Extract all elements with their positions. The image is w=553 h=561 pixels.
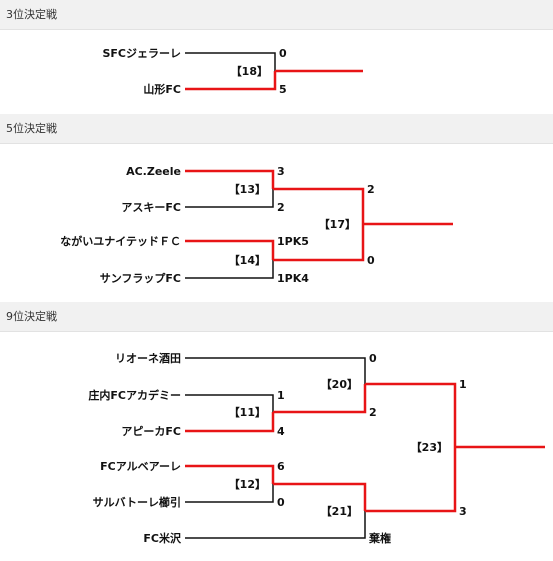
score-label: 2	[277, 201, 285, 214]
match-number: 【17】	[319, 218, 356, 231]
bracket-line-nagai-united	[185, 239, 275, 260]
bracket-9th-place: リオーネ酒田 庄内FCアカデミー アピーカFC FCアルベアーレ サルバトーレ櫛…	[88, 352, 545, 545]
team-name[interactable]: リオーネ酒田	[115, 352, 181, 365]
team-name[interactable]: 山形FC	[143, 82, 181, 96]
bracket-line-yamagata-fc	[185, 71, 277, 91]
bracket-3rd-place: SFCジェラーレ 山形FC 0 5 【18】	[102, 47, 363, 96]
score-label: 3	[459, 505, 467, 518]
score-label: 1	[459, 378, 467, 391]
bracket-line-rione-sakata	[185, 357, 366, 384]
section-header-3rd-place: 3位決定戦	[0, 0, 553, 30]
bracket-line-r2-m21-top	[273, 482, 367, 511]
match-number: 【21】	[321, 505, 358, 518]
team-name[interactable]: サルバトーレ櫛引	[93, 495, 181, 509]
team-name[interactable]: ながいユナイテッドＦＣ	[60, 234, 181, 248]
bracket-line-r2-m20-bottom	[273, 384, 367, 414]
score-label: 棄権	[368, 531, 391, 545]
score-label: 0	[277, 496, 285, 509]
match-number: 【20】	[321, 378, 358, 391]
score-label: 1PK4	[277, 272, 309, 285]
team-name[interactable]: アスキーFC	[121, 201, 181, 214]
bracket-line-asky-fc	[185, 189, 274, 208]
score-label: 6	[277, 460, 285, 473]
match-number: 【13】	[229, 183, 266, 196]
score-label: 0	[279, 47, 287, 60]
team-name[interactable]: アピーカFC	[121, 425, 181, 438]
score-label: 1PK5	[277, 235, 309, 248]
score-label: 4	[277, 425, 285, 438]
bracket-line-fc-albeare	[185, 464, 275, 484]
section-header-5th-place: 5位決定戦	[0, 114, 553, 144]
team-name[interactable]: AC.Zeele	[126, 165, 181, 178]
match-number: 【11】	[229, 406, 266, 419]
bracket-line-sfc-gerare	[185, 52, 276, 71]
match-number: 【18】	[231, 65, 268, 78]
bracket-line-ac-zeele	[185, 169, 275, 189]
team-name[interactable]: FCアルベアーレ	[100, 460, 181, 473]
score-label: 3	[277, 165, 285, 178]
team-name[interactable]: 庄内FCアカデミー	[88, 388, 181, 402]
score-label: 1	[277, 389, 285, 402]
bracket-line-shonai-fc-academy	[185, 394, 274, 412]
bracket-line-r3-bottom	[365, 447, 457, 513]
match-number: 【14】	[229, 254, 266, 267]
bracket-line-apika-fc	[185, 412, 275, 433]
bracket-line-r3-top	[365, 382, 457, 447]
match-number: 【12】	[229, 478, 266, 491]
bracket-line-r2-bottom	[273, 224, 365, 262]
score-label: 5	[279, 83, 287, 96]
section-header-9th-place: 9位決定戦	[0, 302, 553, 332]
score-label: 2	[369, 406, 377, 419]
bracket-line-fc-yonezawa	[185, 511, 366, 539]
team-name[interactable]: サンフラップFC	[100, 271, 181, 285]
score-label: 0	[367, 254, 375, 267]
bracket-5th-place: AC.Zeele アスキーFC ながいユナイテッドＦＣ サンフラップFC 3 2…	[60, 165, 453, 285]
bracket-line-sunflap-fc	[185, 260, 274, 279]
bracket-line-salvatore-kushibiki	[185, 484, 274, 503]
bracket-line-r2-top	[273, 187, 365, 224]
score-label: 0	[369, 352, 377, 365]
team-name[interactable]: SFCジェラーレ	[102, 47, 181, 60]
score-label: 2	[367, 183, 375, 196]
match-number: 【23】	[411, 441, 448, 454]
team-name[interactable]: FC米沢	[143, 531, 182, 545]
